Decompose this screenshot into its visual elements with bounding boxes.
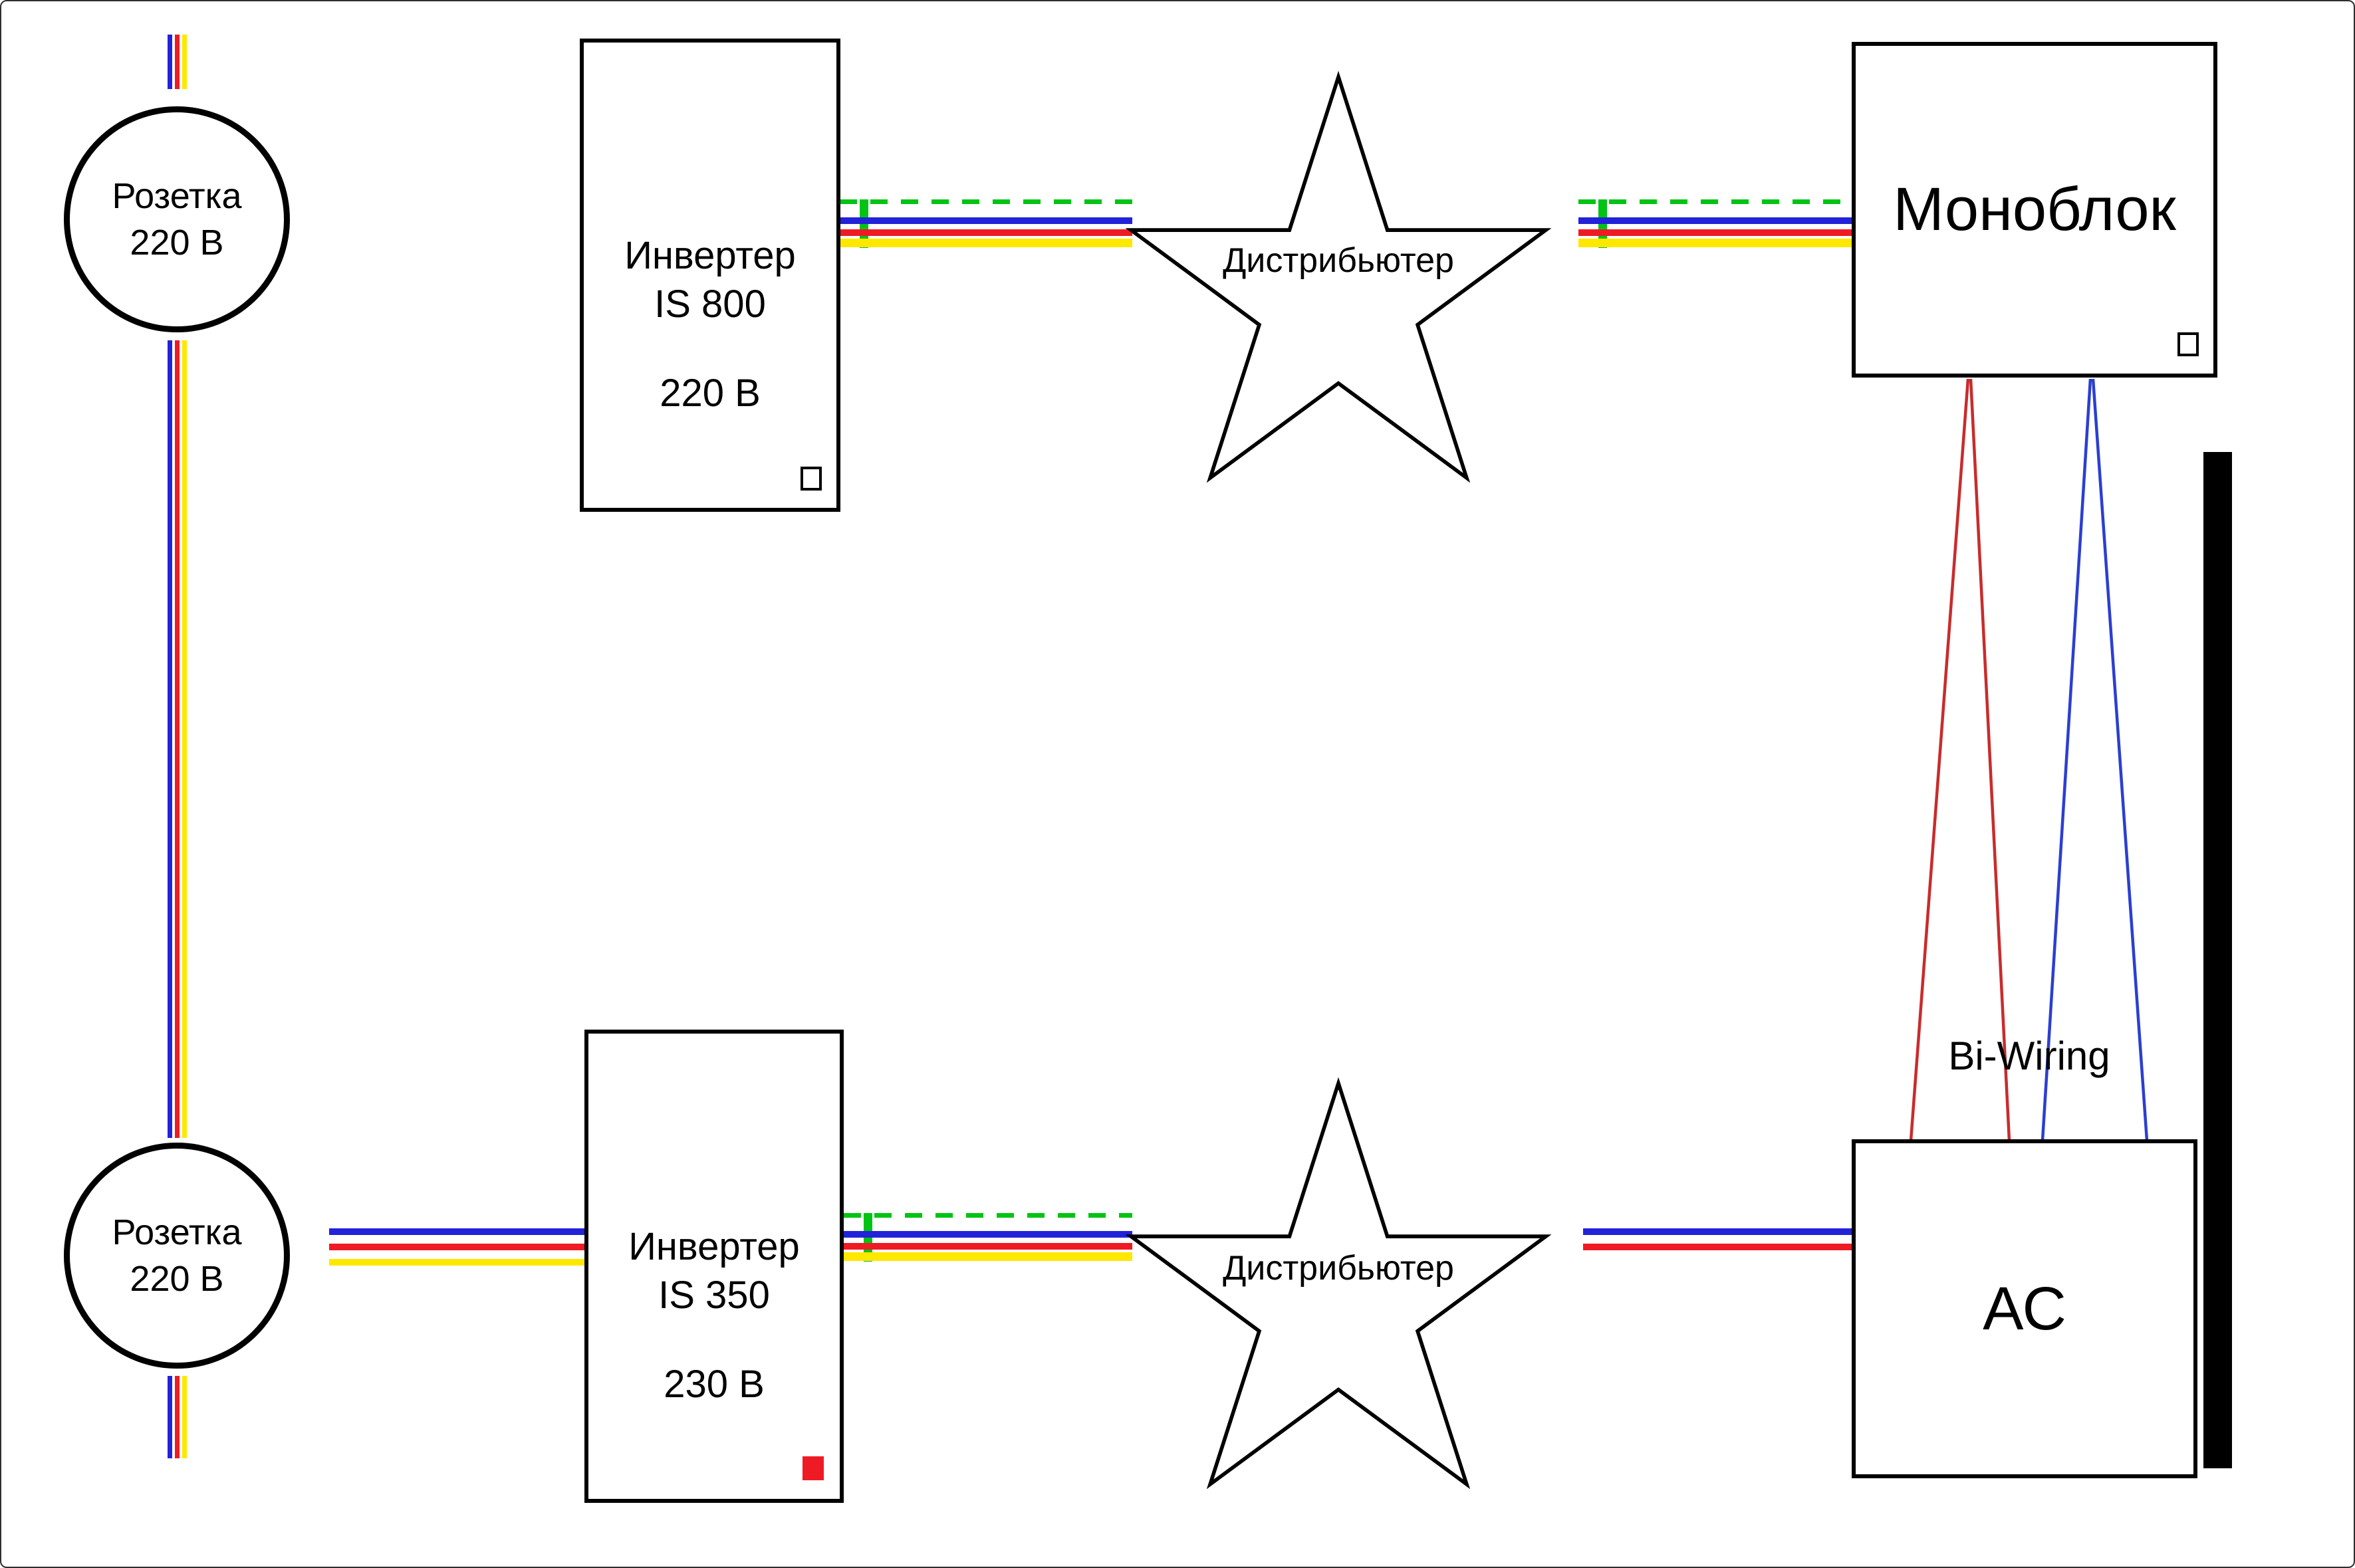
power-indicator-icon	[2177, 332, 2199, 356]
wire-red-line	[175, 1376, 180, 1458]
biwire-blue-line-right	[2091, 378, 2149, 1141]
wire-red-line	[1578, 229, 1852, 236]
socket-bottom-label: Розетка 220 В	[112, 1212, 242, 1299]
wire-blue-line	[840, 217, 1132, 224]
inverter-is800-voltage: 220 В	[660, 372, 761, 415]
wire-bundle-is800-to-distributor	[840, 199, 1132, 248]
node-socket-top: Розетка 220 В	[64, 106, 290, 332]
star-shape	[1125, 1077, 1552, 1490]
wire-blue-line	[1578, 217, 1852, 224]
distributor-top-label: Дистрибьютер	[1223, 241, 1454, 280]
wire-trunk-sockets	[168, 340, 187, 1138]
wire-bundle-distributor-to-monoblock	[1578, 199, 1852, 248]
wire-yellow-line	[182, 35, 187, 89]
wire-yellow-line	[182, 340, 187, 1138]
wire-bundle-socket-to-is350	[329, 1228, 584, 1266]
wire-blue-line	[168, 1376, 172, 1458]
biwire-blue-line-left	[2041, 378, 2092, 1141]
speakers-label: АС	[1983, 1274, 2066, 1343]
wire-red-line	[329, 1244, 584, 1250]
star-shape	[1125, 70, 1552, 483]
black-side-bar	[2203, 452, 2232, 1468]
socket-top-label: Розетка 220 В	[112, 175, 242, 263]
distributor-bottom-label: Дистрибьютер	[1223, 1249, 1454, 1288]
wire-red-line	[175, 340, 180, 1138]
wire-red-line	[1583, 1244, 1852, 1250]
biwire-red-line-left	[1909, 378, 1970, 1141]
inverter-is800-name: Инвертер IS 800	[624, 234, 796, 326]
node-inverter-is350: Инвертер IS 350 230 В	[584, 1030, 844, 1503]
node-socket-bottom: Розетка 220 В	[64, 1143, 290, 1369]
inverter-is350-voltage: 230 В	[664, 1363, 765, 1406]
wire-bundle-distributor-to-speakers	[1583, 1228, 1852, 1250]
wire-red-line	[175, 35, 180, 89]
wire-yellow-line	[329, 1259, 584, 1266]
wire-red-line	[840, 229, 1132, 236]
wire-blue-line	[1583, 1228, 1852, 1235]
wire-yellow-line	[1578, 239, 1852, 247]
power-indicator-icon	[801, 467, 822, 491]
biwire-red-line-right	[1969, 378, 2011, 1141]
node-monoblock: Моноблок	[1852, 42, 2217, 378]
node-speakers: АС	[1852, 1139, 2197, 1478]
wire-stub-bottom	[168, 1376, 187, 1458]
biwiring-label: Bi-Wiring	[1948, 1034, 2110, 1078]
wire-blue-line	[844, 1231, 1132, 1238]
wire-yellow-line	[840, 239, 1132, 247]
wire-green-dashed-line	[844, 1213, 1132, 1218]
power-indicator-red-icon	[803, 1456, 824, 1480]
wire-stub-top	[168, 35, 187, 89]
distributor-star-icon	[1125, 1077, 1552, 1490]
wire-green-dashed-line	[840, 199, 1132, 204]
inverter-is350-name: Инвертер IS 350	[628, 1225, 800, 1317]
wire-blue-line	[329, 1228, 584, 1235]
wire-yellow-line	[182, 1376, 187, 1458]
wire-blue-line	[168, 340, 172, 1138]
wire-green-dashed-line	[1578, 199, 1852, 204]
wire-yellow-line	[844, 1252, 1132, 1261]
node-inverter-is800: Инвертер IS 800 220 В	[580, 39, 840, 512]
distributor-star-icon	[1125, 70, 1552, 483]
wire-bundle-is350-to-distributor	[844, 1213, 1132, 1262]
wire-blue-line	[168, 35, 172, 89]
wire-red-line	[844, 1243, 1132, 1250]
monoblock-label: Моноблок	[1893, 175, 2176, 243]
